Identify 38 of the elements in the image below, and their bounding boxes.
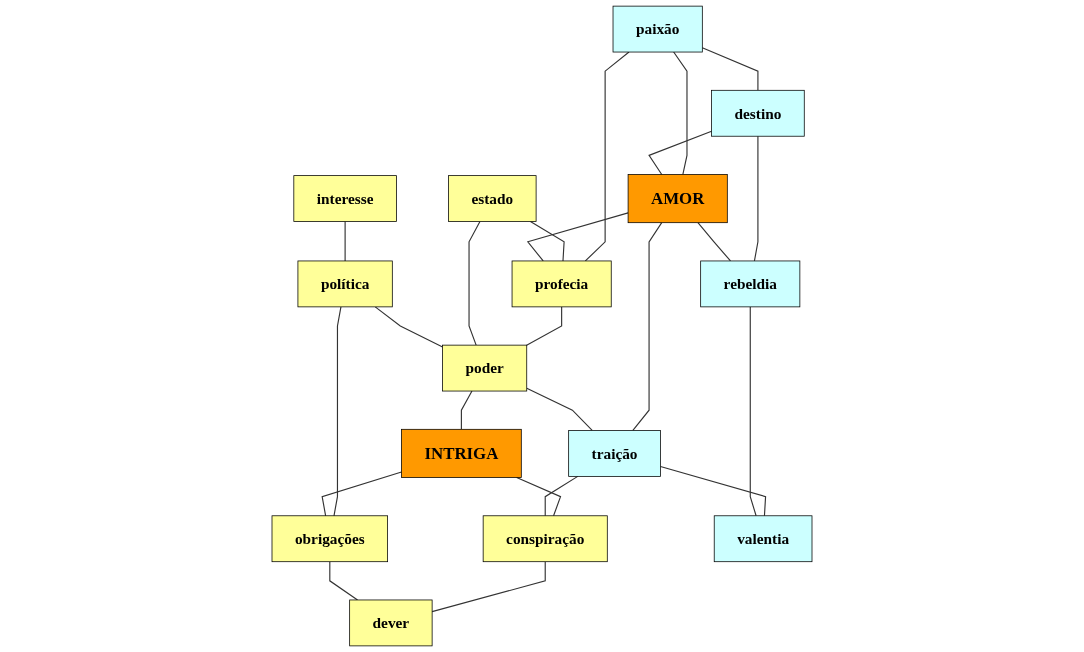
connector [431,561,546,613]
node-box: dever [349,599,433,647]
connector [526,387,593,432]
connector [529,220,565,262]
node-box: estado [448,175,537,222]
node-box: valentia [713,515,813,563]
node-box: paixão [612,5,703,53]
node-box: destino [711,89,805,137]
connector [526,306,563,346]
connector [329,561,359,601]
connector [584,51,630,262]
connector [516,476,562,517]
node-box: AMOR [627,174,728,224]
connector [673,51,688,176]
node-box: conspiração [482,515,608,563]
node-box: interesse [293,175,397,222]
node-box: traição [568,430,661,477]
connector [460,390,473,430]
connector [321,471,403,517]
connector [659,466,767,517]
connector [701,47,759,91]
connector [374,306,444,348]
connector [526,212,629,262]
node-box: rebeldia [700,260,801,308]
node-box: INTRIGA [401,428,522,478]
node-box: política [297,260,393,308]
connector [333,306,342,517]
node-box: profecia [511,260,612,308]
connector [468,220,481,346]
connector [544,475,579,517]
node-box: poder [442,344,528,392]
connector [753,135,759,262]
connector [648,130,713,176]
connector [749,306,757,517]
connector [344,220,346,262]
connector [632,222,663,432]
node-box: obrigações [271,515,388,563]
connector [697,222,732,262]
